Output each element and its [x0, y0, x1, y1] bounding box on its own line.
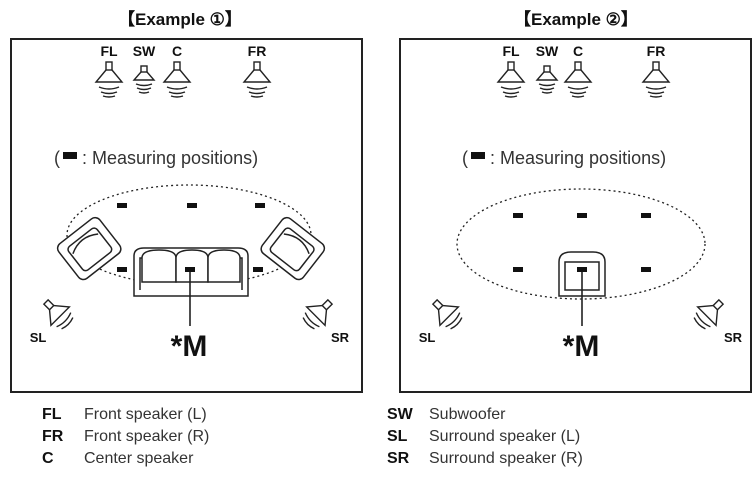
subwoofer-icon	[132, 65, 156, 94]
measuring-markers	[117, 203, 265, 272]
legend-code: C	[42, 450, 54, 467]
main-measuring-position-marker	[577, 267, 587, 272]
legend-item-fl: FL Front speaker (L)	[42, 406, 207, 424]
fl-label: FL	[502, 43, 520, 59]
example-2-diagram: FL SW C FR ( : Measuring positions)	[419, 43, 743, 363]
fr-label: FR	[248, 43, 267, 59]
main-position-label: *M	[563, 330, 600, 363]
sr-label: SR	[724, 330, 743, 345]
legend-code: FL	[42, 406, 62, 423]
measuring-note-text: : Measuring positions)	[82, 148, 258, 168]
front-right-speaker-icon	[242, 61, 272, 98]
subwoofer-icon	[535, 65, 559, 94]
front-left-speaker-icon	[94, 61, 124, 98]
legend-desc: Center speaker	[84, 450, 194, 467]
measuring-position-marker	[187, 203, 197, 208]
main-position-label: *M	[171, 330, 208, 363]
surround-left-speaker-icon	[42, 298, 74, 330]
legend-item-sl: SL Surround speaker (L)	[387, 428, 580, 446]
fl-label: FL	[100, 43, 118, 59]
example-1-title: 【Example ①】	[118, 10, 242, 29]
legend-desc: Front speaker (R)	[84, 428, 210, 445]
legend-item-sw: SW Subwoofer	[387, 406, 506, 424]
measuring-position-marker	[117, 267, 127, 272]
example-2-room: FL SW C FR ( : Measuring positions)	[399, 38, 752, 393]
surround-right-speaker-icon	[693, 298, 725, 330]
example-1-room: FL SW C FR ( : Measuring positions)	[10, 38, 363, 393]
legend-desc: Surround speaker (R)	[429, 450, 583, 467]
surround-right-speaker-icon	[302, 298, 334, 330]
armchair-right-icon	[260, 216, 326, 281]
legend-desc: Subwoofer	[429, 406, 506, 423]
measuring-markers	[513, 213, 651, 272]
listening-area-outline	[456, 188, 706, 300]
center-speaker-icon	[563, 61, 593, 98]
center-speaker-icon	[162, 61, 192, 98]
legend-item-sr: SR Surround speaker (R)	[387, 450, 583, 468]
legend-item-c: C Center speaker	[42, 450, 193, 468]
legend-code: FR	[42, 428, 64, 445]
legend-desc: Front speaker (L)	[84, 406, 207, 423]
measuring-position-marker	[641, 213, 651, 218]
example-2-title: 【Example ②】	[514, 10, 638, 29]
measuring-marker-legend-icon	[471, 152, 485, 159]
sl-label: SL	[419, 330, 436, 345]
legend-code: SR	[387, 450, 410, 467]
measuring-position-marker	[513, 267, 523, 272]
sw-label: SW	[536, 43, 559, 59]
measuring-marker-legend-icon	[63, 152, 77, 159]
measuring-position-marker	[577, 213, 587, 218]
measuring-position-marker	[255, 203, 265, 208]
legend-code: SL	[387, 428, 408, 445]
measuring-note-text: : Measuring positions)	[490, 148, 666, 168]
measuring-position-marker	[513, 213, 523, 218]
example-1-diagram: FL SW C FR ( : Measuring positions)	[30, 43, 350, 363]
sr-label: SR	[331, 330, 350, 345]
main-measuring-position-marker	[185, 267, 195, 272]
armchair-left-icon	[56, 216, 122, 281]
front-left-speaker-icon	[496, 61, 526, 98]
measuring-position-marker	[641, 267, 651, 272]
sw-label: SW	[133, 43, 156, 59]
c-label: C	[573, 43, 583, 59]
legend-desc: Surround speaker (L)	[429, 428, 581, 445]
front-right-speaker-icon	[641, 61, 671, 98]
legend-code: SW	[387, 406, 413, 423]
measuring-note-open: (	[54, 148, 60, 168]
legend-item-fr: FR Front speaker (R)	[42, 428, 209, 446]
sl-label: SL	[30, 330, 47, 345]
fr-label: FR	[647, 43, 666, 59]
surround-left-speaker-icon	[431, 298, 463, 330]
measuring-position-marker	[253, 267, 263, 272]
measuring-note-open: (	[462, 148, 468, 168]
c-label: C	[172, 43, 182, 59]
measuring-position-marker	[117, 203, 127, 208]
